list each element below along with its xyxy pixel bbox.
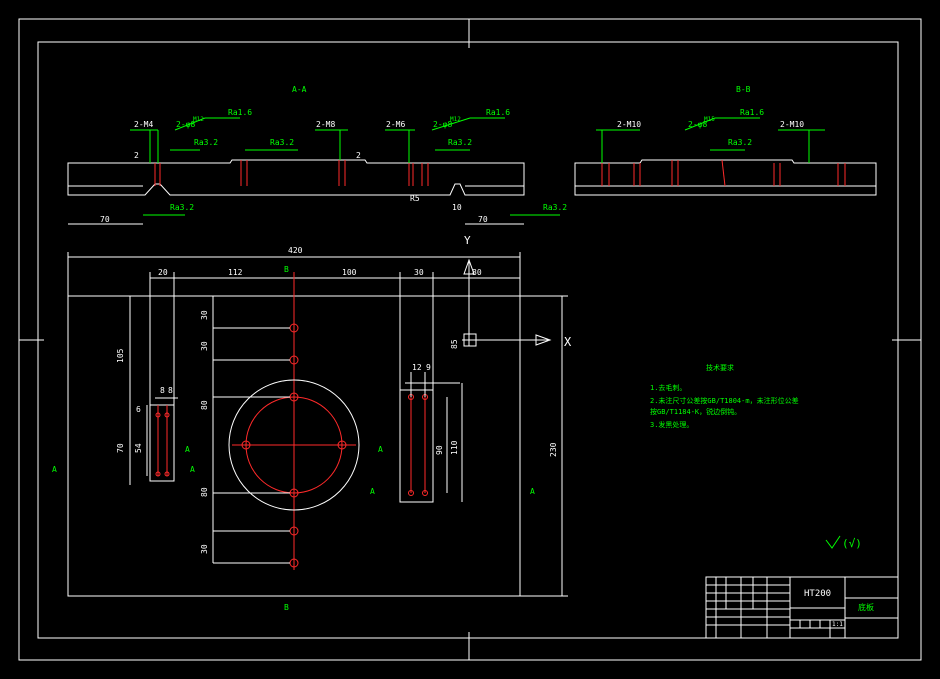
section-mark: A: [530, 487, 535, 496]
sheet-frame: [18, 18, 922, 661]
overall-width-dim: 420: [288, 246, 303, 255]
left-dim: 8: [168, 386, 173, 395]
axis-label-x: X: [564, 335, 572, 349]
left-dim: 105: [116, 348, 125, 363]
note-item: 3.发黑处理。: [650, 420, 693, 429]
material-label: HT200: [804, 589, 831, 599]
right-dim: 110: [450, 440, 459, 455]
aa-fine-label: M12: [450, 116, 461, 123]
aa-thread-label: 2-M8: [316, 120, 335, 129]
dim-text: 2: [134, 151, 139, 160]
center-dim: 30: [200, 310, 209, 320]
aa-roughness: Ra1.6 Ra3.2 Ra1.6 Ra3.2 Ra3.2 Ra3.2 Ra3.…: [170, 108, 567, 212]
part-name-label: 底板: [858, 602, 874, 612]
notes-heading: 技术要求: [706, 363, 734, 372]
top-dim: 112: [228, 268, 243, 277]
center-dim: 80: [200, 487, 209, 497]
section-mark: A: [370, 487, 375, 496]
dim-text: 70: [478, 215, 488, 224]
dim-text: 70: [100, 215, 110, 224]
right-dim: 9: [426, 363, 431, 372]
roughness-label: Ra3.2: [270, 138, 294, 147]
roughness-label: Ra3.2: [543, 203, 567, 212]
top-dim: 30: [414, 268, 424, 277]
aa-fine-label: 2-φ8: [433, 120, 452, 129]
bb-thread-label: M15: [704, 116, 715, 123]
left-dim: 54: [134, 443, 143, 453]
roughness-label: Ra1.6: [486, 108, 510, 117]
section-mark: A: [378, 445, 383, 454]
dim-text: 2: [356, 151, 361, 160]
section-view-bb: B-B 2-M10 2-φ8 M15 2-M10 Ra1.6 Ra3.2: [574, 85, 877, 196]
top-dim: 20: [158, 268, 168, 277]
bb-thread-label: 2-M10: [617, 120, 641, 129]
left-dim: 8: [160, 386, 165, 395]
top-dim: 100: [342, 268, 357, 277]
section-mark: B: [284, 265, 289, 274]
bb-thread-label: 2-M10: [780, 120, 804, 129]
boss-circle: [228, 379, 360, 511]
aa-fine-label: 2-φ8: [176, 120, 195, 129]
bb-thread-label: 2-φ8: [688, 120, 707, 129]
plan-view: 420 20 112 100 30 80 105 70 54 8 8 6: [52, 234, 572, 612]
surface-symbol-text: (√): [842, 537, 862, 550]
aa-thread-labels: 2-M4 2-M8 2-M6 2-φ8 M12 2-φ8 M12: [134, 116, 461, 129]
section-view-aa: A-A 2-: [67, 85, 567, 225]
note-item: 按GB/T1184-K，锐边倒钝。: [650, 407, 741, 416]
title-block: HT200 底板 1:1: [705, 576, 899, 639]
aa-thread-label: 2-M4: [134, 120, 153, 129]
left-dim: 70: [116, 443, 125, 453]
section-mark: A: [190, 465, 195, 474]
height-dim: 230: [549, 442, 558, 457]
roughness-label: Ra3.2: [194, 138, 218, 147]
aa-dims: 2 2 70 70 R5 10: [100, 151, 488, 224]
roughness-label: Ra1.6: [740, 108, 764, 117]
top-dim: 80: [472, 268, 482, 277]
roughness-label: Ra1.6: [228, 108, 252, 117]
y-offset-dim: 85: [450, 339, 459, 349]
dim-text: 10: [452, 203, 462, 212]
section-mark: A: [52, 465, 57, 474]
dim-text: R5: [410, 194, 420, 203]
scale-label: 1:1: [832, 621, 843, 628]
note-item: 2.未注尺寸公差按GB/T1804-m，未注形位公差: [650, 396, 799, 405]
roughness-label: Ra3.2: [170, 203, 194, 212]
roughness-label: Ra3.2: [728, 138, 752, 147]
center-dim: 80: [200, 400, 209, 410]
aa-thread-label: 2-M6: [386, 120, 405, 129]
section-mark: B: [284, 603, 289, 612]
axis-label-y: Y: [464, 234, 471, 247]
center-dim: 30: [200, 341, 209, 351]
section-aa-title: A-A: [292, 85, 307, 94]
section-bb-title: B-B: [736, 85, 751, 94]
right-dim: 90: [435, 445, 444, 455]
roughness-label: Ra3.2: [448, 138, 472, 147]
right-dim: 12: [412, 363, 422, 372]
surface-finish-symbol: (√): [825, 535, 862, 550]
left-dim: 6: [136, 405, 141, 414]
aa-fine-label: M12: [193, 116, 204, 123]
note-item: 1.去毛刺。: [650, 383, 686, 392]
center-dim: 30: [200, 544, 209, 554]
section-mark: A: [185, 445, 190, 454]
technical-notes: 技术要求 1.去毛刺。 2.未注尺寸公差按GB/T1804-m，未注形位公差 按…: [650, 363, 799, 429]
